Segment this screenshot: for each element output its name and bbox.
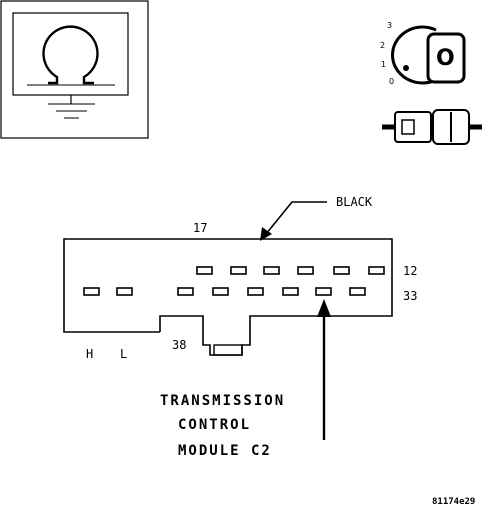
label-l: L xyxy=(120,347,127,361)
connector-c2 xyxy=(63,238,393,356)
pin-row-1 xyxy=(196,266,385,275)
ignition-key-icon: 3 2 1 0 O xyxy=(380,21,466,86)
pin-cavity xyxy=(282,287,299,296)
pin-cavity xyxy=(368,266,385,275)
pin-cavity xyxy=(212,287,229,296)
connector-color-label: BLACK xyxy=(336,195,373,209)
pin-cavity xyxy=(196,266,213,275)
pin-cavity xyxy=(263,266,280,275)
pin-label-33: 33 xyxy=(403,289,417,303)
pin-cavity xyxy=(297,266,314,275)
ignition-pos-2: 2 xyxy=(380,41,385,50)
pin-cavity-highlighted xyxy=(315,287,332,296)
ignition-pos-1: 1 xyxy=(381,60,386,69)
callout-line-2: CONTROL xyxy=(178,417,251,433)
black-leader-line xyxy=(265,201,327,235)
pin-cavity xyxy=(83,287,100,296)
callout-line-1: TRANSMISSION xyxy=(160,393,285,409)
connector-disconnect-icon xyxy=(382,109,482,145)
ignition-pos-3: 3 xyxy=(387,21,392,30)
figure-code: 81174e29 xyxy=(432,497,475,507)
ohmmeter-icon xyxy=(0,0,149,139)
pin-label-17: 17 xyxy=(193,221,207,235)
black-leader-arrowhead xyxy=(260,227,272,241)
label-h: H xyxy=(86,347,93,361)
pin-row-2 xyxy=(83,287,366,296)
pin-cavity xyxy=(230,266,247,275)
pin-cavity xyxy=(177,287,194,296)
pin-cavity xyxy=(349,287,366,296)
pin-cavity xyxy=(247,287,264,296)
pin-label-38: 38 xyxy=(172,338,186,352)
pin-cavity xyxy=(333,266,350,275)
callout-line-3: MODULE C2 xyxy=(178,443,272,459)
pin-label-12: 12 xyxy=(403,264,417,278)
ignition-pos-0: 0 xyxy=(389,77,394,86)
callout-arrowhead xyxy=(317,299,331,317)
ignition-key-glyph: O xyxy=(436,46,455,71)
pin-cavity xyxy=(116,287,133,296)
